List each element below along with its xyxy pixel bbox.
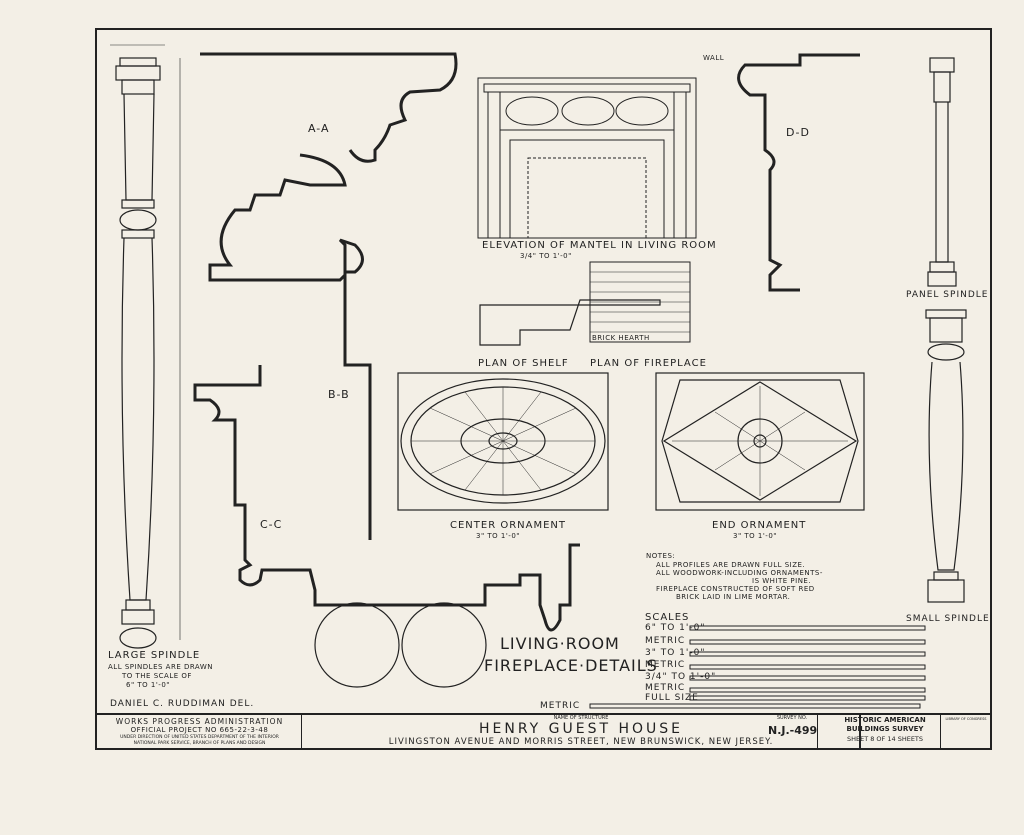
tb-library-note: LIBRARY OF CONGRESS — [945, 717, 987, 721]
label-section-a-a: A-A — [308, 122, 330, 135]
mantel-elevation — [477, 77, 697, 239]
sheet-title-line-2: FIREPLACE·DETAILS — [484, 656, 658, 675]
end-ornament-title: END ORNAMENT — [712, 520, 807, 531]
scale-row-7: METRIC — [540, 701, 581, 711]
end-ornament-drawing — [655, 372, 865, 511]
scale-bars — [589, 625, 926, 709]
scale-row-4: 3/4" TO 1'-0" — [645, 672, 717, 682]
plan-of-shelf-title: PLAN OF SHELF — [478, 358, 569, 369]
center-ornament-scale: 3" TO 1'-0" — [476, 532, 520, 540]
panel-spindle-title: PANEL SPINDLE — [906, 290, 989, 300]
center-ornament-title: CENTER ORNAMENT — [450, 520, 567, 531]
elevation-title: ELEVATION OF MANTEL IN LIVING ROOM — [482, 240, 717, 251]
tb-divider-2 — [817, 715, 818, 749]
tb-wpa-3: UNDER DIRECTION OF UNITED STATES DEPARTM… — [120, 735, 279, 740]
note-3: IS WHITE PINE. — [752, 577, 812, 585]
brick-courses — [590, 271, 690, 333]
profile-b-b — [208, 153, 372, 540]
scale-row-1: METRIC — [645, 636, 686, 646]
label-section-b-b: B-B — [328, 388, 350, 401]
tb-wpa-cell: WORKS PROGRESS ADMINISTRATION OFFICIAL P… — [97, 715, 302, 749]
wall-label: WALL — [703, 54, 725, 62]
tb-habs-1: HISTORIC AMERICAN — [844, 716, 926, 724]
scale-row-6: FULL SIZE — [645, 693, 699, 703]
tb-name-label: NAME OF STRUCTURE — [553, 715, 609, 721]
scale-row-2: 3" TO 1'-0" — [645, 648, 706, 658]
tb-name-cell: NAME OF STRUCTURE HENRY GUEST HOUSE LIVI… — [302, 715, 860, 749]
profile-a-a — [200, 52, 458, 163]
center-ornament-drawing — [397, 372, 609, 511]
brick-hearth-label: BRICK HEARTH — [592, 334, 650, 342]
note-1: ALL PROFILES ARE DRAWN FULL SIZE. — [656, 561, 806, 569]
tb-survey-label: SURVEY NO. — [776, 715, 808, 721]
tb-address: LIVINGSTON AVENUE AND MORRIS STREET, NEW… — [388, 737, 774, 747]
scale-row-5: METRIC — [645, 683, 686, 693]
tb-wpa-2: OFFICIAL PROJECT NO 665-22-3-48 — [130, 726, 269, 734]
tb-divider-3 — [940, 715, 941, 749]
scales-header: SCALES — [645, 612, 690, 623]
rosette-circle-left — [314, 602, 400, 688]
profile-c-c — [193, 365, 580, 632]
scale-row-0: 6" TO 1'-0" — [645, 623, 706, 633]
notes-header: NOTES: — [646, 552, 676, 560]
sheet-title-line-1: LIVING·ROOM — [500, 634, 620, 653]
label-section-d-d: D-D — [786, 126, 810, 139]
large-spindle-drawing — [110, 44, 181, 649]
plan-of-shelf — [479, 299, 661, 346]
panel-spindle-drawing — [927, 57, 957, 287]
tb-divider — [860, 715, 861, 749]
title-block: WORKS PROGRESS ADMINISTRATION OFFICIAL P… — [97, 713, 990, 749]
small-spindle-title: SMALL SPINDLE — [906, 614, 990, 624]
large-spindle-note-2: TO THE SCALE OF — [122, 672, 192, 680]
tb-structure-name: HENRY GUEST HOUSE — [478, 721, 684, 737]
tb-survey-no: N.J.-499 — [768, 724, 818, 737]
tb-wpa-4: NATIONAL PARK SERVICE, BRANCH OF PLANS A… — [133, 741, 266, 746]
large-spindle-note-1: ALL SPINDLES ARE DRAWN — [108, 663, 213, 671]
note-5: BRICK LAID IN LIME MORTAR. — [676, 593, 791, 601]
small-spindle-drawing — [925, 309, 967, 603]
tb-habs-2: BUILDINGS SURVEY — [846, 725, 924, 733]
note-4: FIREPLACE CONSTRUCTED OF SOFT RED — [656, 585, 815, 593]
profile-d-d — [737, 53, 860, 292]
large-spindle-note-3: 6" TO 1'-0" — [126, 681, 170, 689]
delineator: DANIEL C. RUDDIMAN DEL. — [110, 699, 255, 709]
drawing-sheet-border — [95, 28, 992, 750]
end-ornament-scale: 3" TO 1'-0" — [733, 532, 777, 540]
note-2: ALL WOODWORK-INCLUDING ORNAMENTS- — [656, 569, 823, 577]
rosette-circle-right — [401, 602, 487, 688]
scale-row-3: METRIC — [645, 660, 686, 670]
elevation-scale: 3/4" TO 1'-0" — [520, 252, 572, 260]
large-spindle-title: LARGE SPINDLE — [108, 650, 201, 661]
label-section-c-c: C-C — [260, 518, 283, 531]
tb-sheet-no: SHEET 8 OF 14 SHEETS — [846, 735, 924, 743]
tb-wpa-1: WORKS PROGRESS ADMINISTRATION — [115, 717, 284, 726]
plan-of-fireplace-title: PLAN OF FIREPLACE — [590, 358, 707, 369]
